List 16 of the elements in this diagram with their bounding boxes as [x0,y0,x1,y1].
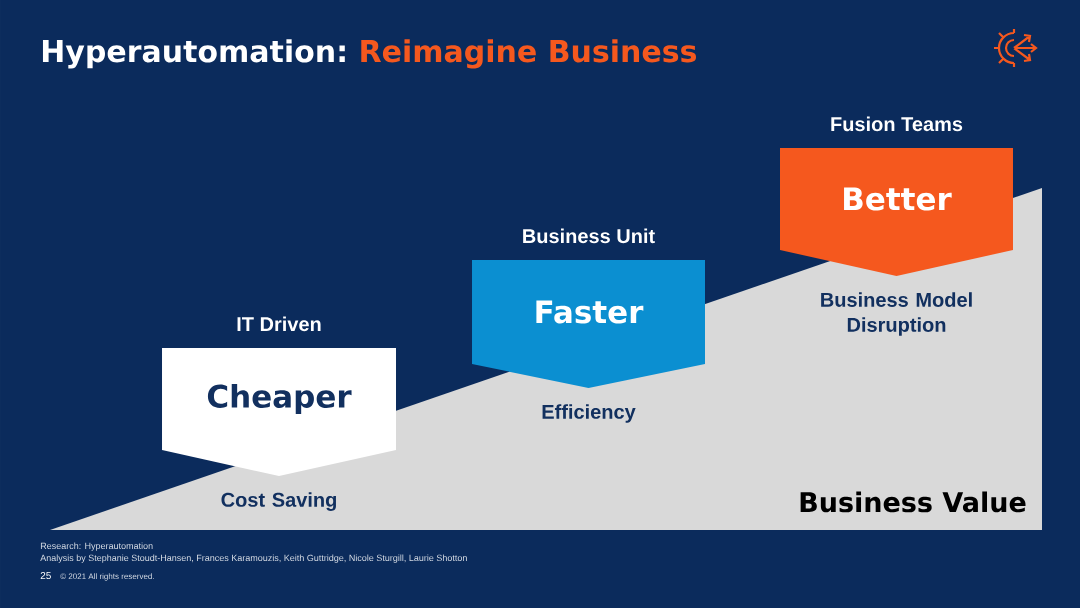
tier-heading: Fusion Teams [831,116,963,132]
tier-heading: Business Unit [523,228,655,244]
title-highlight: Reimagine Business [361,39,696,69]
pennant-box: Better [780,148,1013,276]
title: Hyperautomation: [42,39,345,69]
source-note: Research: Hyperautomation [40,542,153,551]
wedge-label: Business Value [800,491,1026,513]
pennant-box: Cheaper [162,348,396,476]
page-number: 25 [40,572,51,580]
outcome-label: Efficiency [542,404,636,423]
pennant-box: Faster [472,260,705,388]
copyright-note: © 2021 All rights reserved. [60,573,154,581]
tier-heading: IT Driven [237,316,321,332]
author-note: Analysis by Stephanie Stoudt-Hansen, Frances Karamouzis, Keith Guttridge, Nicole Sturgill, Laurie Shotton [40,554,467,563]
outcome-label: Cost Saving [221,492,336,511]
outcome-label: Business Model Disruption [821,292,972,336]
